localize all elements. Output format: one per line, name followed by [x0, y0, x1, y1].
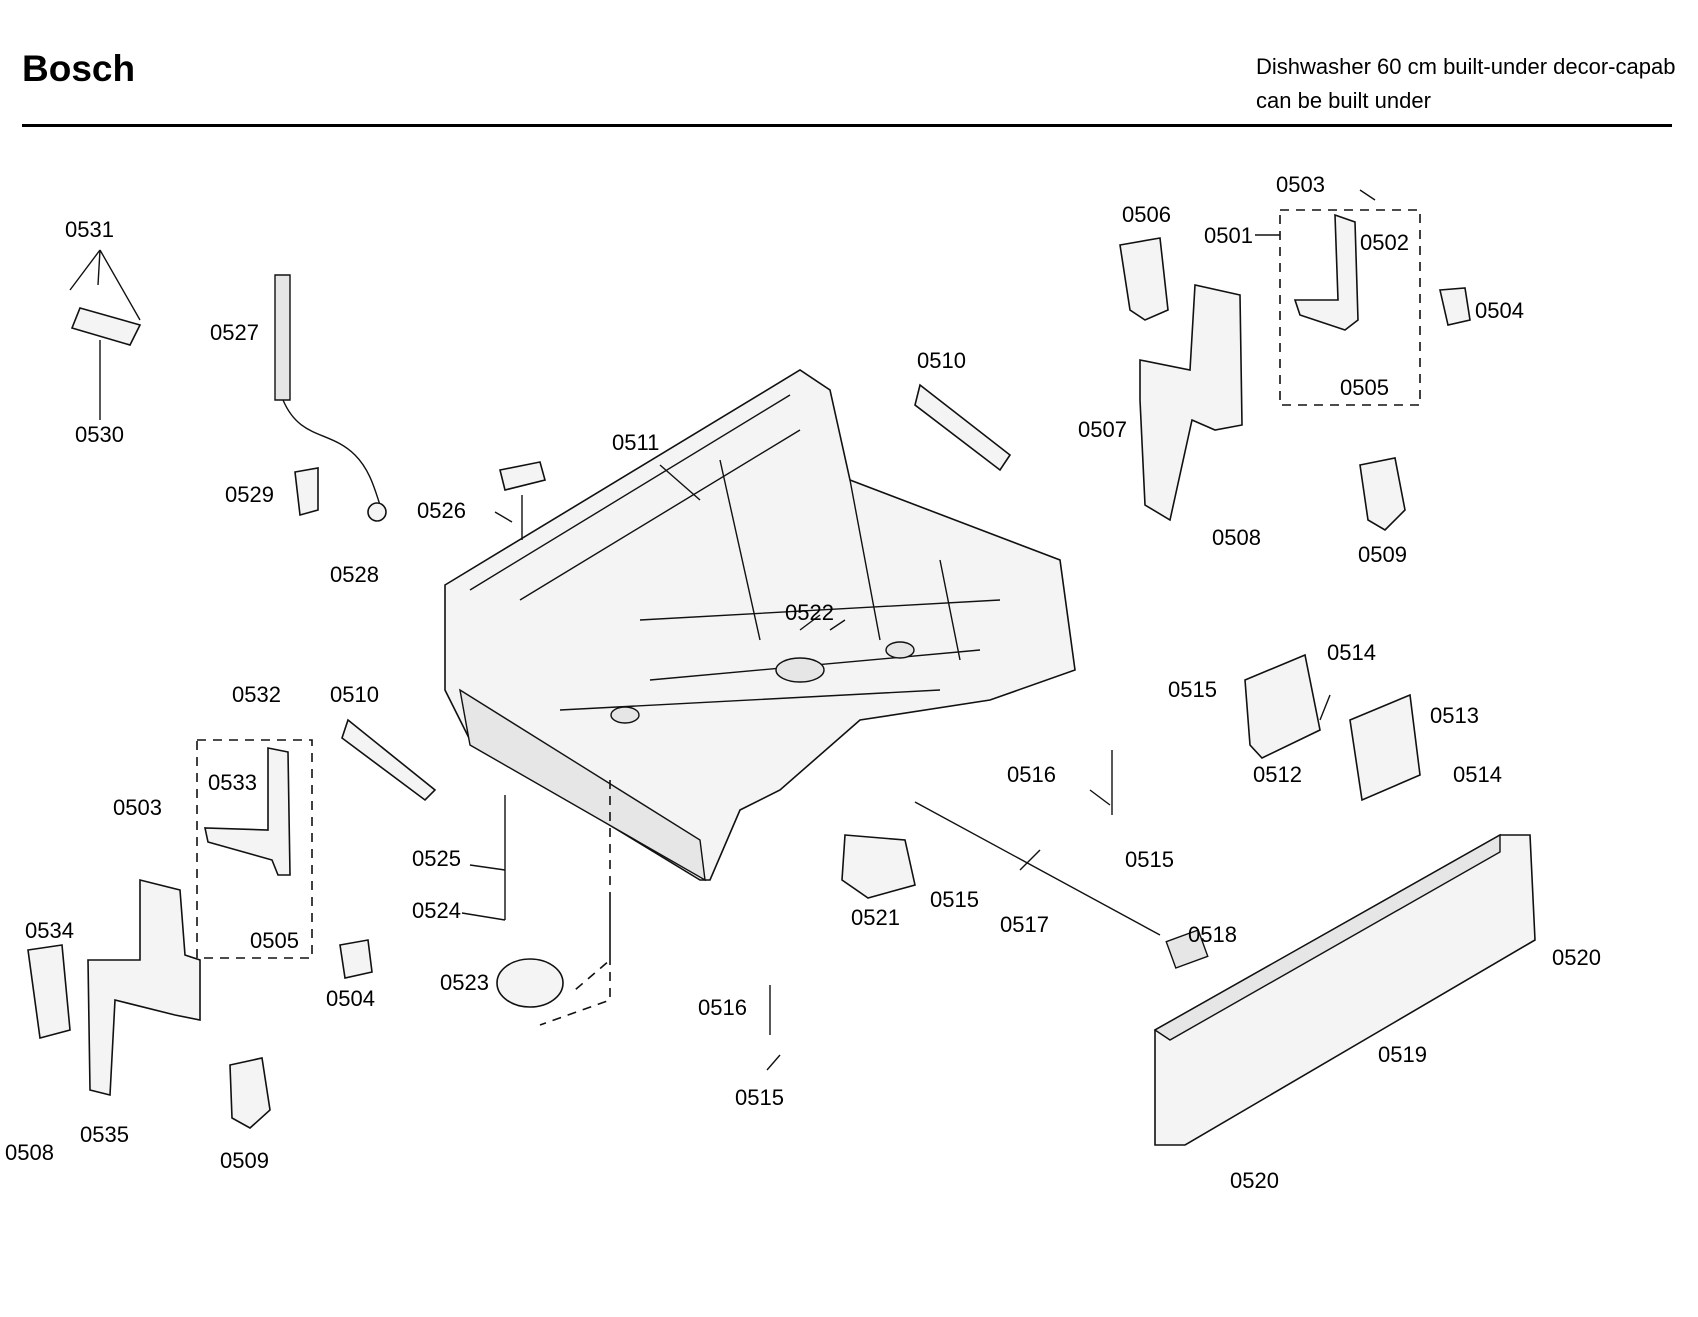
- label-0531: 0531: [65, 217, 114, 242]
- label-0514a: 0514: [1327, 640, 1376, 665]
- label-0528: 0528: [330, 562, 379, 587]
- label-0505b: 0505: [250, 928, 299, 953]
- cover-0513[interactable]: [1349, 693, 1421, 802]
- label-0511: 0511: [612, 430, 659, 455]
- hose-line-0527: [282, 399, 381, 506]
- hose-0527[interactable]: [274, 274, 291, 401]
- hinge-cam-0509b[interactable]: [229, 1057, 271, 1129]
- foot-0526[interactable]: [499, 461, 546, 491]
- label-0501: 0501: [1204, 223, 1253, 248]
- label-0524: 0524: [412, 898, 461, 923]
- bracket-group-0532: [196, 739, 313, 959]
- label-0509b: 0509: [220, 1148, 269, 1173]
- label-0510b: 0510: [330, 682, 379, 707]
- clip-0504b[interactable]: [339, 939, 373, 979]
- base-tub-0511[interactable]: [444, 369, 1076, 882]
- label-0517: 0517: [1000, 912, 1049, 937]
- inlet-valve-0521[interactable]: [841, 834, 916, 899]
- label-0505a: 0505: [1340, 375, 1389, 400]
- label-0530: 0530: [75, 422, 124, 447]
- spring-0510b[interactable]: [341, 718, 437, 802]
- label-0504b: 0504: [326, 986, 375, 1011]
- label-0522: 0522: [785, 600, 834, 625]
- float-0523[interactable]: [496, 958, 564, 1008]
- label-0502: 0502: [1360, 230, 1409, 255]
- ring-0528[interactable]: [367, 502, 387, 522]
- cover-0506[interactable]: [1119, 237, 1169, 321]
- cover-0512[interactable]: [1244, 653, 1321, 759]
- label-0516b: 0516: [698, 995, 747, 1020]
- group-leader-0523: [539, 780, 611, 1026]
- label-0515a: 0515: [1168, 677, 1217, 702]
- brand-title: Bosch: [22, 48, 136, 89]
- label-0521: 0521: [851, 905, 900, 930]
- label-0515d: 0515: [735, 1085, 784, 1110]
- hinge-cam-0509a[interactable]: [1359, 457, 1406, 532]
- model-description-line2: can be built under: [1256, 88, 1431, 113]
- label-0529: 0529: [225, 482, 274, 507]
- part-labels: 0503 0501 0502 0506 0504 0505 0507 0508 …: [5, 172, 1601, 1193]
- clip-0504a[interactable]: [1439, 287, 1471, 326]
- label-0508b: 0508: [5, 1140, 54, 1165]
- label-0515c: 0515: [930, 887, 979, 912]
- bracket-group-0501: [1279, 209, 1421, 406]
- label-0534: 0534: [25, 918, 74, 943]
- cover-0534[interactable]: [27, 944, 71, 1040]
- front-panel-0519[interactable]: [1153, 833, 1536, 1146]
- label-0512: 0512: [1253, 762, 1302, 787]
- label-0527: 0527: [210, 320, 259, 345]
- label-0535: 0535: [80, 1122, 129, 1147]
- rod-0517[interactable]: [914, 801, 1161, 936]
- label-0520b: 0520: [1230, 1168, 1279, 1193]
- model-description: Dishwasher 60 cm built-under decor-capab…: [1256, 50, 1675, 118]
- label-0503a: 0503: [1276, 172, 1325, 197]
- label-0510a: 0510: [917, 348, 966, 373]
- model-description-line1: Dishwasher 60 cm built-under decor-capab: [1256, 54, 1676, 79]
- label-0526: 0526: [417, 498, 466, 523]
- hinge-bracket-0507[interactable]: [1139, 284, 1243, 522]
- label-0503b: 0503: [113, 795, 162, 820]
- leader-lines: [69, 189, 1376, 1071]
- tube-0530[interactable]: [70, 307, 142, 346]
- holder-0529[interactable]: [294, 467, 319, 517]
- knob-0518[interactable]: [1165, 929, 1209, 969]
- label-0514b: 0514: [1453, 762, 1502, 787]
- label-0518: 0518: [1188, 922, 1237, 947]
- label-0520a: 0520: [1552, 945, 1601, 970]
- label-0513: 0513: [1430, 703, 1479, 728]
- label-0523: 0523: [440, 970, 489, 995]
- spring-0510a[interactable]: [914, 383, 1012, 472]
- label-0504a: 0504: [1475, 298, 1524, 323]
- label-0508a: 0508: [1212, 525, 1261, 550]
- hinge-bracket-0535[interactable]: [87, 878, 201, 1097]
- label-0533: 0533: [208, 770, 257, 795]
- label-0516a: 0516: [1007, 762, 1056, 787]
- label-0507: 0507: [1078, 417, 1127, 442]
- label-0519: 0519: [1378, 1042, 1427, 1067]
- label-0515b: 0515: [1125, 847, 1174, 872]
- label-0509a: 0509: [1358, 542, 1407, 567]
- header-divider: [22, 124, 1672, 127]
- label-0532: 0532: [232, 682, 281, 707]
- label-0525: 0525: [412, 846, 461, 871]
- label-0506: 0506: [1122, 202, 1171, 227]
